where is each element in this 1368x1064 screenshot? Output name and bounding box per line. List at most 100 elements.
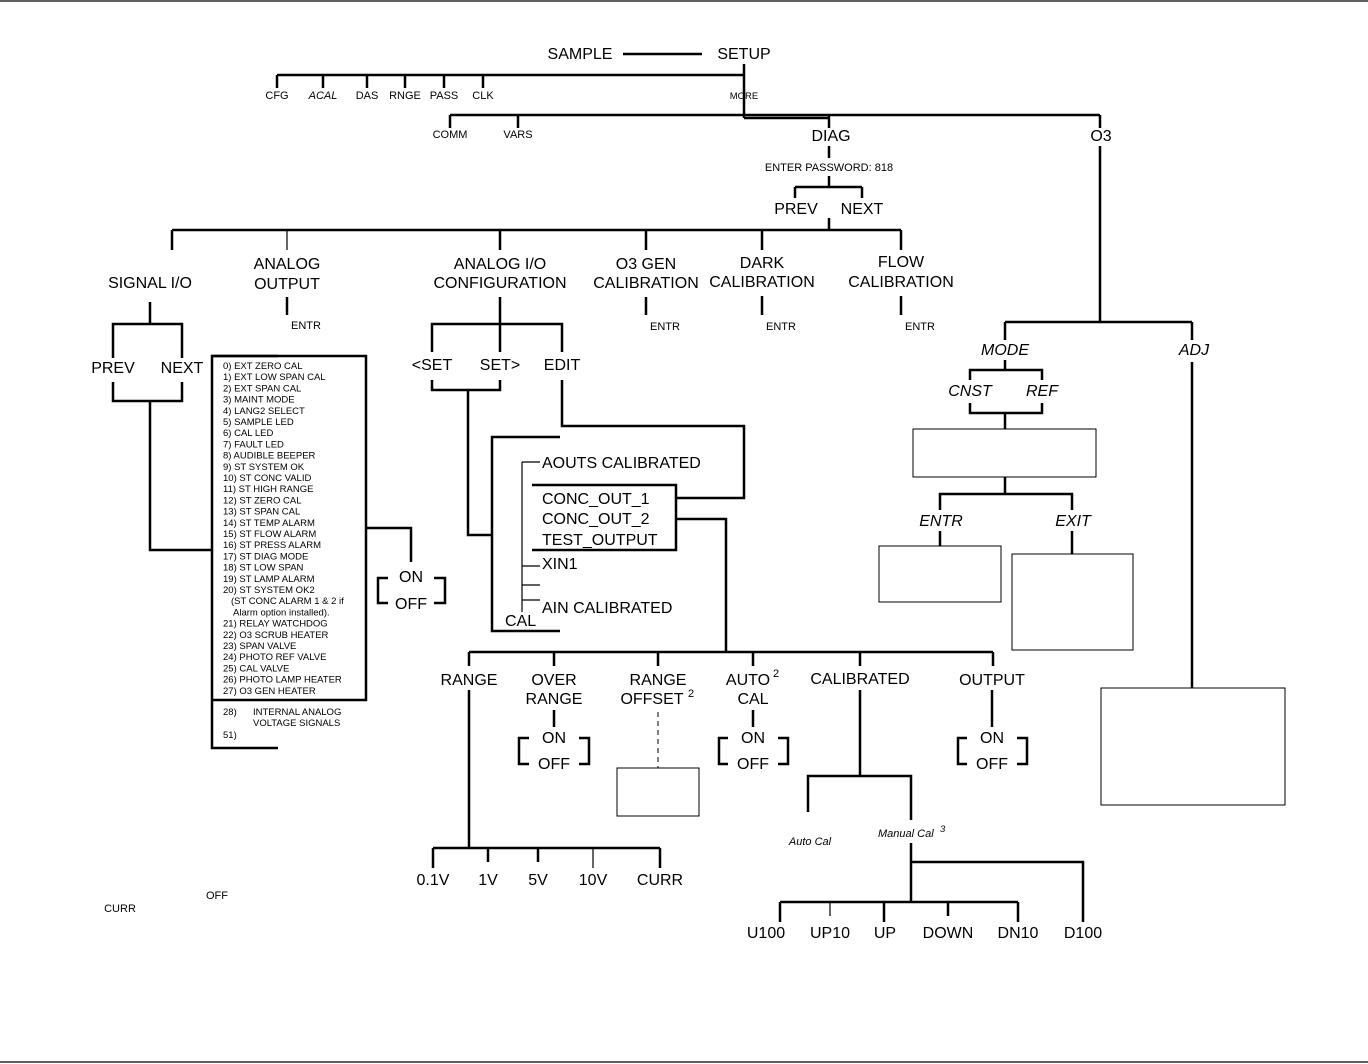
analog-io-branch: <SET SET> EDIT AOUTS CALIBRATED CONC_OUT… [412,297,1102,942]
setup-label: SETUP [717,46,770,63]
signal-28-num: 28) [223,707,237,718]
analog-io-config-label-1: ANALOG I/O [454,256,546,273]
diag-menu: SIGNAL I/O ANALOG OUTPUT ANALOG I/O CONF… [108,228,954,333]
setup-item-clk: CLK [472,90,494,102]
signal-list-item: 5) SAMPLE LED [223,417,294,428]
auto-cal-label-2: CAL [737,691,768,708]
signal-list-item: 17) ST DIAG MODE [223,551,308,562]
signal-list-item: 20) ST SYSTEM OK2 [223,585,315,596]
signal-list-item: (ST CONC ALARM 1 & 2 if [231,596,344,607]
manual-cal-mode-label: Manual Cal [878,828,934,840]
range-offset-label-2: OFFSET [620,691,683,708]
range-value-curr: CURR [637,872,683,889]
signal-28-text-2: VOLTAGE SIGNALS [253,718,340,729]
over-range-label-2: RANGE [526,691,583,708]
signal-list-item: 7) FAULT LED [223,439,284,450]
edit-label: EDIT [544,357,581,374]
signal-list-item: 6) CAL LED [223,428,273,439]
signal-io-prev: PREV [91,360,135,377]
signal-list-item: 26) PHOTO LAMP HEATER [223,675,342,686]
signal-list-item: 10) ST CONC VALID [223,473,311,484]
conc-out-2-label: CONC_OUT_2 [542,511,650,528]
flow-cal-entr: ENTR [905,321,935,333]
comm-label: COMM [433,129,468,141]
adjust-dn10: DN10 [998,925,1039,942]
signal-io-on: ON [399,569,423,586]
o3-gen-cal-label-2: CALIBRATION [593,275,699,292]
o3-exit-label: EXIT [1055,513,1092,530]
o3-mode-display-box [912,428,1097,478]
signal-list-item: 9) ST SYSTEM OK [223,462,305,473]
range-offset-entry-box [616,767,700,817]
signal-list-item: 13) ST SPAN CAL [223,507,300,518]
signal-list-item: 2) EXT SPAN CAL [223,383,301,394]
signal-io-off: OFF [395,596,427,613]
dark-cal-label-2: CALIBRATION [709,274,815,291]
setup-item-rnge: RNGE [389,90,421,102]
signal-list-item: 25) CAL VALVE [223,663,289,674]
o3-gen-cal-entr: ENTR [650,321,680,333]
vars-label: VARS [503,129,532,141]
auto-cal-off: OFF [737,756,769,773]
output-off: OFF [976,756,1008,773]
stray-off-label: OFF [206,890,228,902]
adjust-down: DOWN [923,925,974,942]
range-offset-label-1: RANGE [630,672,687,689]
signal-list-item: 19) ST LAMP ALARM [223,574,315,585]
o3-cnst-label: CNST [948,383,993,400]
range-label: RANGE [441,672,498,689]
signal-list-item: 24) PHOTO REF VALVE [223,652,326,663]
analog-output-label-2: OUTPUT [254,276,320,293]
range-offset-sup: 2 [688,688,694,700]
calibrated-label: CALIBRATED [810,671,909,688]
analog-io-config-label-2: CONFIGURATION [433,275,566,292]
cal-label: CAL [505,613,536,630]
signal-list-item: 16) ST PRESS ALARM [223,540,321,551]
conc-out-1-label: CONC_OUT_1 [542,491,650,508]
signal-list-item: Alarm option installed). [233,607,330,618]
o3-entr-box [878,545,1002,603]
adjust-d100: D100 [1064,925,1102,942]
range-value-10v: 10V [579,872,608,889]
manual-cal-sup: 3 [940,824,946,835]
o3-gen-cal-label-1: O3 GEN [616,256,676,273]
xin1-label: XIN1 [542,556,578,573]
test-output-label: TEST_OUTPUT [542,532,658,549]
password-label: ENTER PASSWORD: 818 [765,162,893,174]
setup-item-cfg: CFG [265,90,288,102]
adjust-up10: UP10 [810,925,850,942]
signal-list-item: 12) ST ZERO CAL [223,495,302,506]
range-value-0-1v: 0.1V [417,872,450,889]
signal-list-item: 15) ST FLOW ALARM [223,529,316,540]
over-range-off: OFF [538,756,570,773]
signal-list-item: 1) EXT LOW SPAN CAL [223,372,326,383]
adjust-up: UP [874,925,896,942]
aouts-calibrated-label: AOUTS CALIBRATED [542,455,701,472]
signal-io-next: NEXT [161,360,204,377]
signal-list-item: 18) ST LOW SPAN [223,563,304,574]
signal-list-item: 27) O3 GEN HEATER [223,686,316,697]
more-label: MORE [730,91,759,102]
signal-io-label: SIGNAL I/O [108,275,192,292]
o3-mode-label: MODE [981,342,1029,359]
o3-exit-box [1011,553,1134,651]
signal-28-text-1: INTERNAL ANALOG [253,707,341,718]
analog-output-entr: ENTR [291,320,321,332]
setup-item-acal: ACAL [308,90,338,102]
flow-cal-label-1: FLOW [878,254,925,271]
signal-list-item: 14) ST TEMP ALARM [223,518,315,529]
output-on: ON [980,730,1004,747]
signal-list-item: 4) LANG2 SELECT [223,406,305,417]
range-value-1v: 1V [478,872,498,889]
over-range-on: ON [542,730,566,747]
set-next-label: SET> [480,357,520,374]
top-menu: SAMPLE SETUP CFG ACAL DAS RNGE PASS CLK … [265,46,1112,230]
over-range-label-1: OVER [531,672,576,689]
o3-adj-box [1100,687,1286,806]
set-prev-label: <SET [412,357,453,374]
signal-list-item: 3) MAINT MODE [223,395,295,406]
dark-cal-label-1: DARK [740,255,785,272]
